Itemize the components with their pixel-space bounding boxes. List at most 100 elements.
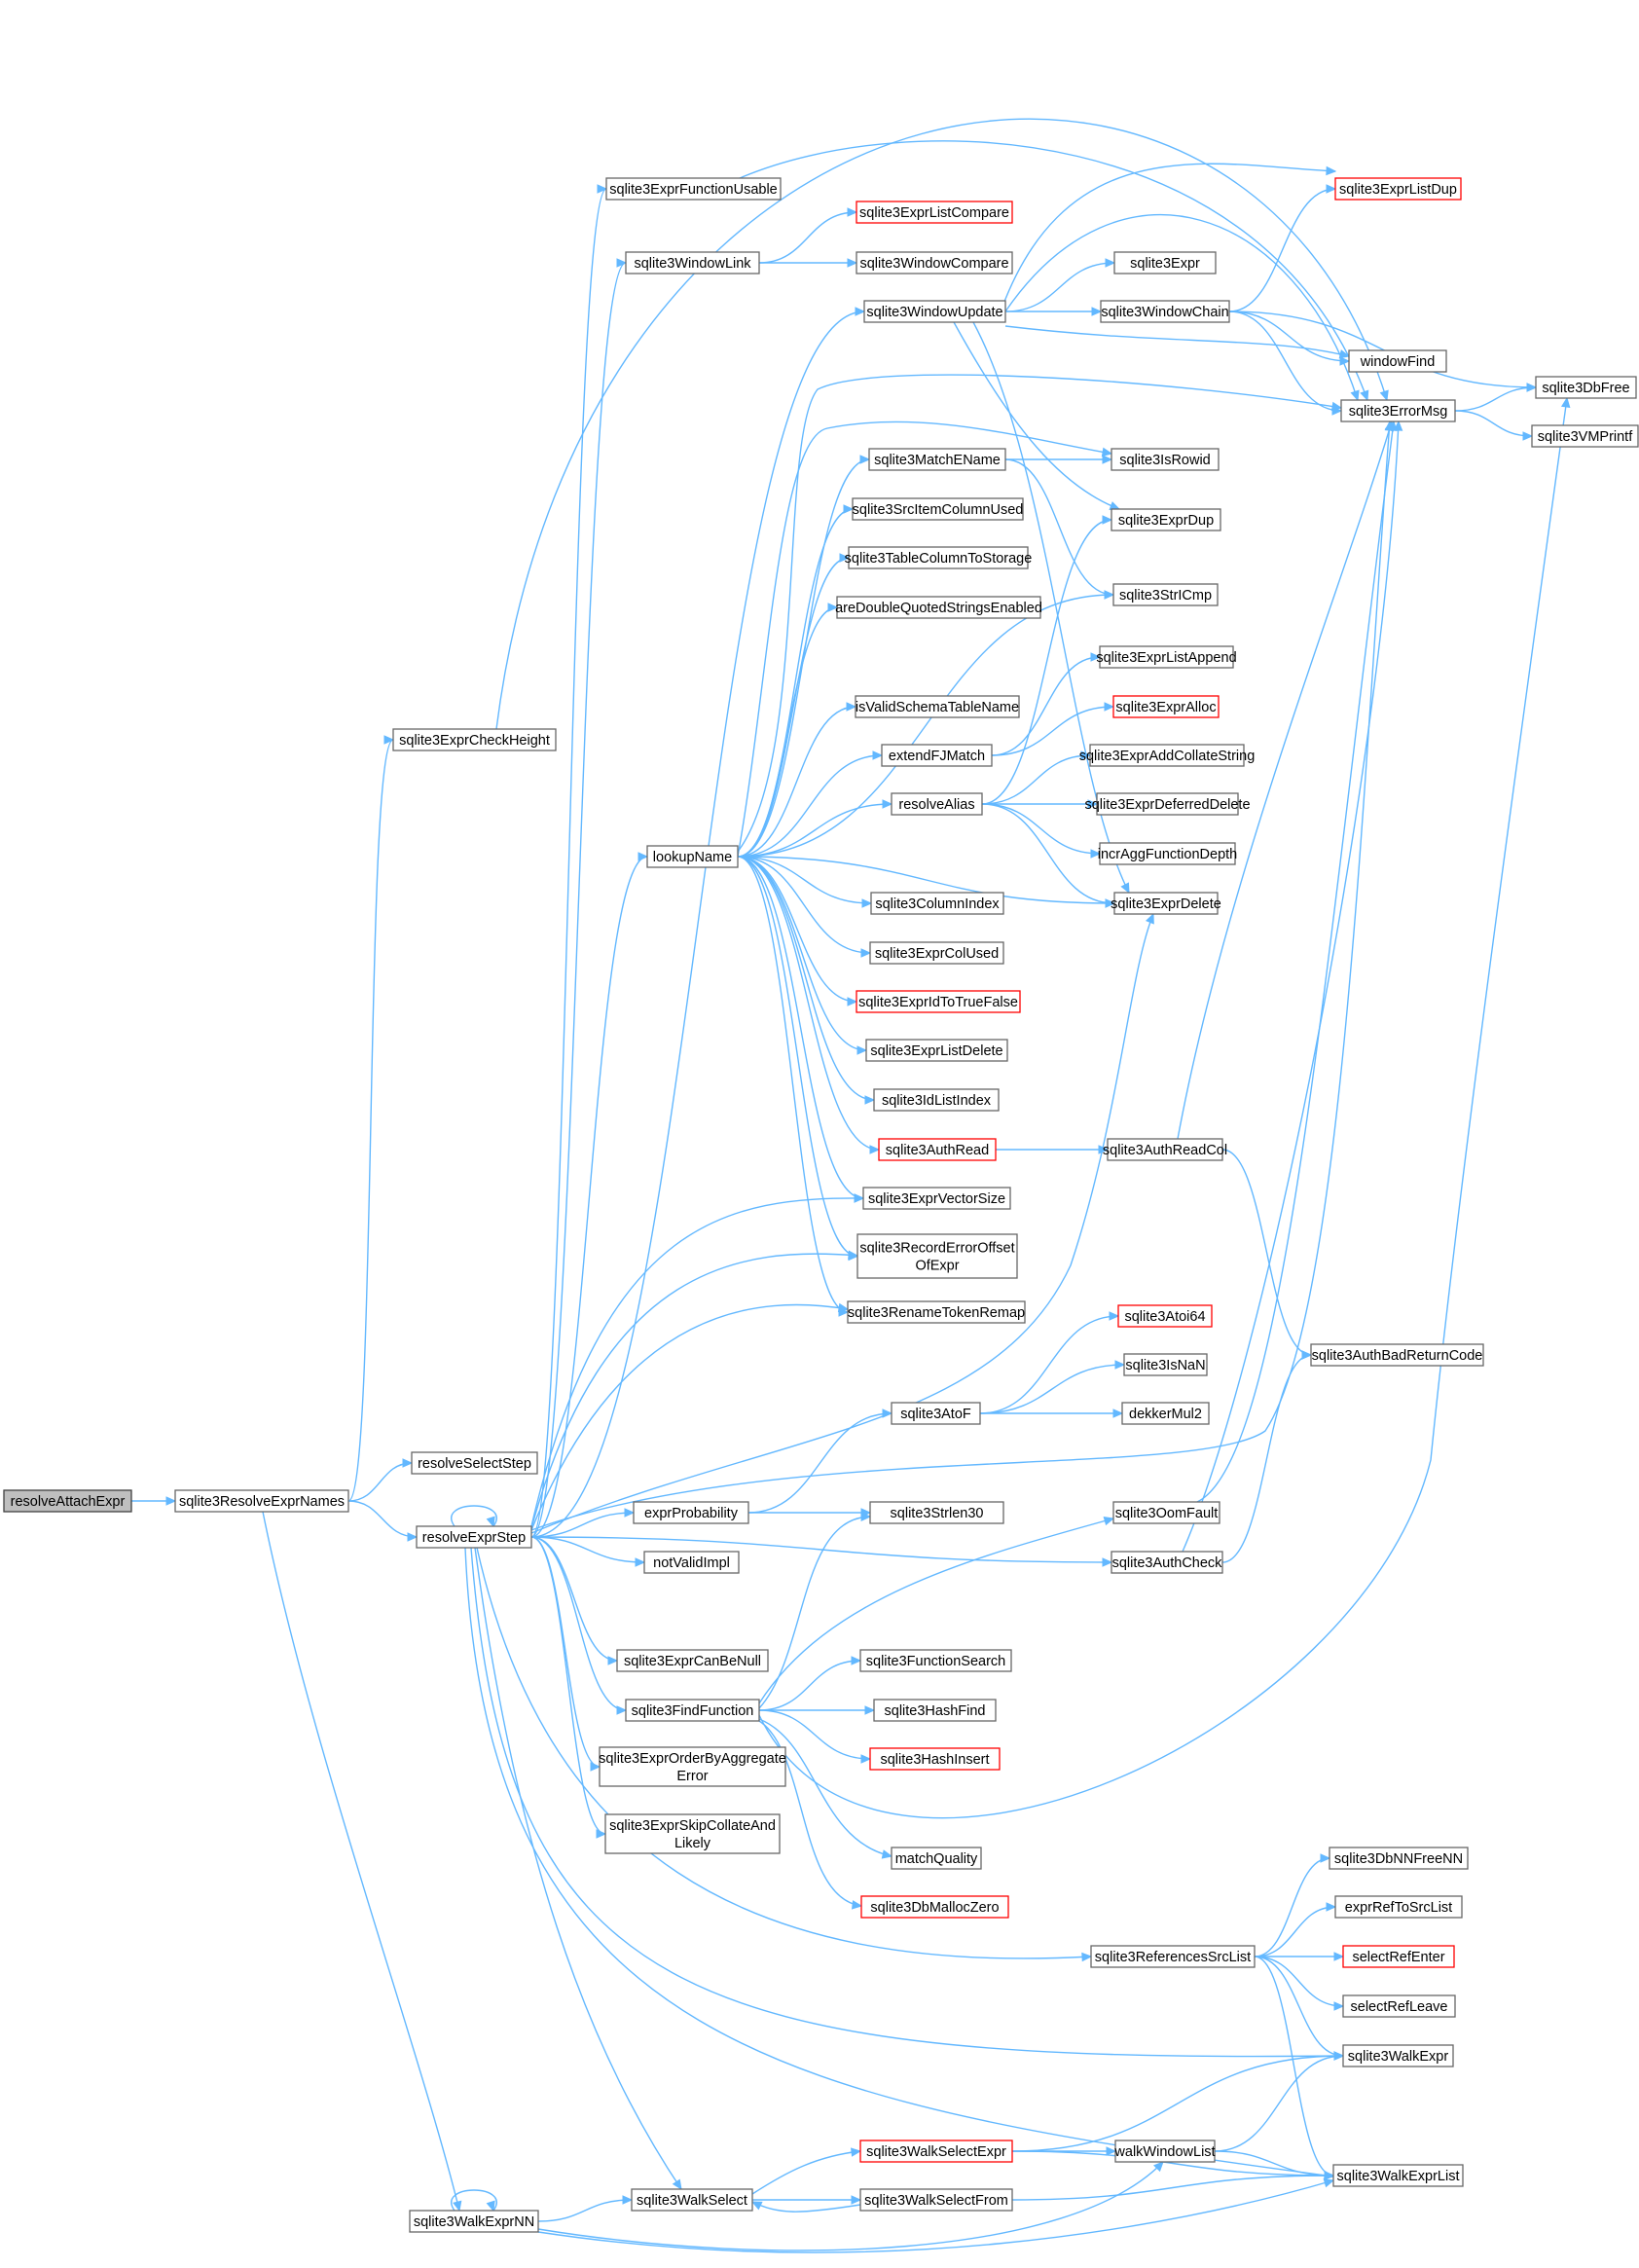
node-sqlite3-auth-read-col[interactable]: sqlite3AuthReadCol — [1103, 1138, 1227, 1161]
node-expr-probability[interactable]: exprProbability — [633, 1501, 749, 1524]
node-label: sqlite3AuthReadCol — [1103, 1143, 1227, 1158]
node-sqlite3-auth-read[interactable]: sqlite3AuthRead — [878, 1138, 997, 1161]
node-sqlite3-is-rowid[interactable]: sqlite3IsRowid — [1111, 448, 1220, 471]
node-label: resolveSelectStep — [418, 1456, 531, 1472]
node-sqlite3-is-na-n[interactable]: sqlite3IsNaN — [1123, 1353, 1208, 1376]
node-box — [852, 497, 1024, 521]
arrowhead-sqlite3-error-msg — [1350, 389, 1360, 402]
node-sqlite3-expr-id-to-true-false[interactable]: sqlite3ExprIdToTrueFalse — [856, 990, 1021, 1013]
node-sqlite3-expr[interactable]: sqlite3Expr — [1113, 251, 1217, 274]
node-sqlite3-auth-bad-return-code[interactable]: sqlite3AuthBadReturnCode — [1310, 1343, 1484, 1367]
node-sqlite3-hash-find[interactable]: sqlite3HashFind — [873, 1699, 997, 1722]
node-box — [1099, 842, 1236, 865]
node-sqlite3-window-update[interactable]: sqlite3WindowUpdate — [863, 300, 1006, 323]
node-sqlite3-walk-select-from[interactable]: sqlite3WalkSelectFrom — [859, 2188, 1013, 2212]
node-sqlite3-column-index[interactable]: sqlite3ColumnIndex — [870, 892, 1004, 915]
node-sqlite3-db-free[interactable]: sqlite3DbFree — [1535, 376, 1637, 399]
arrowhead-sqlite3-id-list-index — [864, 1095, 876, 1105]
node-sqlite3-atoi64[interactable]: sqlite3Atoi64 — [1117, 1304, 1213, 1328]
node-resolve-attach-expr[interactable]: resolveAttachExpr — [3, 1489, 132, 1513]
edge-sqlite3-walk-select-from-to-sqlite3-walk-expr-list — [1011, 2175, 1334, 2201]
node-are-double-quoted-strings-enabled[interactable]: areDoubleQuotedStringsEnabled — [835, 596, 1042, 619]
edge-sqlite3-error-msg-to-sqlite3-db-free — [1454, 386, 1537, 412]
node-sqlite3-expr-list-append[interactable]: sqlite3ExprListAppend — [1096, 645, 1237, 669]
node-sqlite3-hash-insert[interactable]: sqlite3HashInsert — [869, 1747, 1001, 1771]
node-sqlite3-expr-dup[interactable]: sqlite3ExprDup — [1111, 508, 1221, 531]
node-box — [881, 744, 993, 767]
node-sqlite3-expr-list-dup[interactable]: sqlite3ExprListDup — [1334, 177, 1462, 201]
arrowhead-lookup-name — [637, 852, 649, 861]
edge-sqlite3-find-function-to-sqlite3-oom-fault — [758, 1518, 1114, 1704]
arrowhead-sqlite3-db-nnfree-nn — [1320, 1853, 1331, 1863]
node-sqlite3-ato-f[interactable]: sqlite3AtoF — [891, 1402, 981, 1425]
node-select-ref-leave[interactable]: selectRefLeave — [1342, 1994, 1456, 2018]
node-sqlite3-db-nnfree-nn[interactable]: sqlite3DbNNFreeNN — [1329, 1847, 1469, 1870]
node-incr-agg-function-depth[interactable]: incrAggFunctionDepth — [1098, 842, 1237, 865]
node-sqlite3-expr-vector-size[interactable]: sqlite3ExprVectorSize — [862, 1187, 1011, 1210]
node-sqlite3-walk-expr[interactable]: sqlite3WalkExpr — [1342, 2044, 1454, 2067]
node-sqlite3-rename-token-remap[interactable]: sqlite3RenameTokenRemap — [847, 1300, 1026, 1324]
node-sqlite3-expr-list-compare[interactable]: sqlite3ExprListCompare — [856, 201, 1013, 224]
node-walk-window-list[interactable]: walkWindowList — [1113, 2140, 1216, 2163]
node-sqlite3-src-item-column-used[interactable]: sqlite3SrcItemColumnUsed — [852, 497, 1024, 521]
node-label: sqlite3ExprListDelete — [870, 1043, 1002, 1059]
node-sqlite3-expr-delete[interactable]: sqlite3ExprDelete — [1111, 892, 1221, 915]
node-sqlite3-match-ename[interactable]: sqlite3MatchEName — [868, 448, 1006, 471]
node-sqlite3-expr-add-collate-string[interactable]: sqlite3ExprAddCollateString — [1079, 744, 1256, 767]
node-sqlite3-walk-expr-list[interactable]: sqlite3WalkExprList — [1332, 2164, 1464, 2187]
node-box — [1111, 508, 1221, 531]
node-sqlite3-walk-select[interactable]: sqlite3WalkSelect — [631, 2188, 753, 2212]
node-expr-ref-to-src-list[interactable]: exprRefToSrcList — [1334, 1895, 1463, 1919]
edge-sqlite3-find-function-to-sqlite3-db-free — [758, 397, 1568, 1819]
node-label: sqlite3FindFunction — [632, 1703, 754, 1719]
node-sqlite3-db-malloc-zero[interactable]: sqlite3DbMallocZero — [860, 1895, 1009, 1919]
node-extend-fjmatch[interactable]: extendFJMatch — [881, 744, 993, 767]
node-sqlite3-str-icmp[interactable]: sqlite3StrICmp — [1112, 583, 1219, 606]
node-match-quality[interactable]: matchQuality — [891, 1847, 982, 1870]
node-sqlite3-strlen30[interactable]: sqlite3Strlen30 — [869, 1501, 1004, 1524]
node-resolve-alias[interactable]: resolveAlias — [891, 792, 983, 816]
node-sqlite3-vmprintf[interactable]: sqlite3VMPrintf — [1531, 424, 1639, 448]
edge-sqlite3-window-chain-to-window-find — [1228, 311, 1350, 362]
node-sqlite3-table-column-to-storage[interactable]: sqlite3TableColumnToStorage — [845, 546, 1033, 569]
node-sqlite3-resolve-expr-names[interactable]: sqlite3ResolveExprNames — [174, 1489, 349, 1513]
node-sqlite3-expr-list-delete[interactable]: sqlite3ExprListDelete — [865, 1039, 1008, 1062]
arrowhead-sqlite3-auth-bad-return-code — [1301, 1350, 1313, 1360]
node-sqlite3-expr-function-usable[interactable]: sqlite3ExprFunctionUsable — [605, 177, 782, 201]
node-resolve-select-step[interactable]: resolveSelectStep — [411, 1451, 538, 1475]
node-sqlite3-id-list-index[interactable]: sqlite3IdListIndex — [873, 1088, 1000, 1112]
arrowhead-sqlite3-error-msg — [1330, 401, 1343, 412]
node-sqlite3-oom-fault[interactable]: sqlite3OomFault — [1112, 1501, 1220, 1524]
node-sqlite3-expr-col-used[interactable]: sqlite3ExprColUsed — [869, 941, 1004, 965]
node-sqlite3-auth-check[interactable]: sqlite3AuthCheck — [1111, 1551, 1223, 1574]
node-not-valid-impl[interactable]: notValidImpl — [643, 1551, 740, 1574]
node-sqlite3-walk-select-expr[interactable]: sqlite3WalkSelectExpr — [859, 2140, 1013, 2163]
node-label: lookupName — [653, 850, 732, 865]
arrowhead-sqlite3-find-function — [616, 1705, 628, 1715]
node-sqlite3-function-search[interactable]: sqlite3FunctionSearch — [859, 1649, 1012, 1672]
node-dekker-mul2[interactable]: dekkerMul2 — [1121, 1402, 1210, 1425]
edge-sqlite3-auth-read-col-to-sqlite3-auth-bad-return-code — [1221, 1149, 1312, 1356]
node-sqlite3-window-compare[interactable]: sqlite3WindowCompare — [856, 251, 1013, 274]
node-select-ref-enter[interactable]: selectRefEnter — [1342, 1945, 1455, 1968]
node-sqlite3-expr-can-be-null[interactable]: sqlite3ExprCanBeNull — [616, 1649, 769, 1672]
node-window-find[interactable]: windowFind — [1348, 349, 1447, 373]
node-label: sqlite3WindowUpdate — [866, 305, 1002, 320]
node-sqlite3-window-link[interactable]: sqlite3WindowLink — [625, 251, 760, 274]
node-sqlite3-references-src-list[interactable]: sqlite3ReferencesSrcList — [1090, 1945, 1256, 1968]
node-resolve-expr-step[interactable]: resolveExprStep — [416, 1525, 532, 1549]
node-is-valid-schema-table-name[interactable]: isValidSchemaTableName — [855, 695, 1020, 718]
node-sqlite3-expr-check-height[interactable]: sqlite3ExprCheckHeight — [392, 728, 557, 751]
node-sqlite3-walk-expr-nn[interactable]: sqlite3WalkExprNN — [409, 2210, 539, 2233]
node-lookup-name[interactable]: lookupName — [646, 845, 739, 868]
node-sqlite3-error-msg[interactable]: sqlite3ErrorMsg — [1340, 399, 1456, 422]
arrowhead-sqlite3-walk-select — [672, 2178, 682, 2191]
node-sqlite3-expr-alloc[interactable]: sqlite3ExprAlloc — [1112, 695, 1220, 718]
edge-lookup-name-to-sqlite3-record-error-offset-of-expr — [737, 856, 858, 1258]
node-sqlite3-find-function[interactable]: sqlite3FindFunction — [625, 1699, 760, 1722]
node-sqlite3-expr-deferred-delete[interactable]: sqlite3ExprDeferredDelete — [1084, 792, 1251, 816]
node-sqlite3-window-chain[interactable]: sqlite3WindowChain — [1100, 300, 1230, 323]
